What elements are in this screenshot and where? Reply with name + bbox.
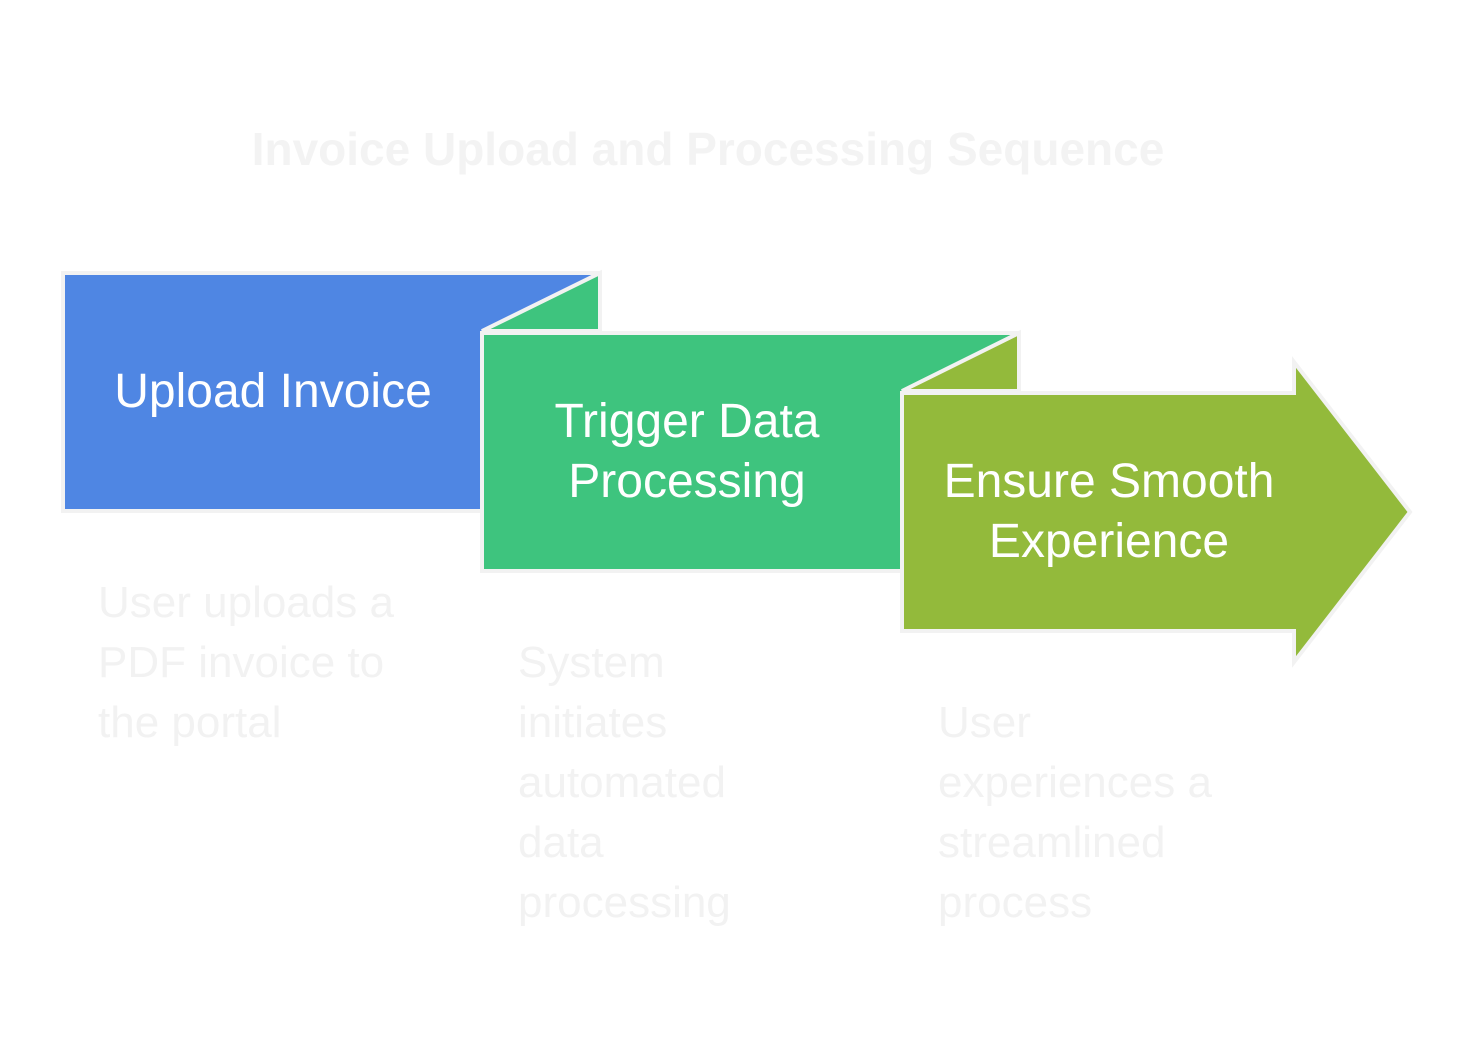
step-2-label: Trigger Data Processing — [482, 392, 892, 512]
step-3-description-line-1: User — [938, 698, 1031, 747]
step-1-description-line-1: User uploads a — [98, 578, 394, 627]
step-3-description-line-3: streamlined — [938, 818, 1166, 867]
step-2-description-line-1: System — [518, 638, 665, 687]
step-3-arrow — [900, 356, 1413, 668]
step-1-label: Upload Invoice — [63, 362, 483, 422]
step-2-description-line-3: automated — [518, 758, 726, 807]
step-2-description-line-5: processing — [518, 878, 731, 927]
step-3-label-line-1: Ensure Smooth — [943, 455, 1275, 508]
step-2-description-line-2: initiates — [518, 698, 668, 747]
step-1-description-line-3: the portal — [98, 698, 282, 747]
step-3-label-line-2: Experience — [988, 515, 1230, 568]
step-2-label-line-1: Trigger Data — [554, 395, 820, 448]
step-3-label: Ensure Smooth Experience — [902, 452, 1316, 572]
step-3-description: User experiences a streamlined process — [938, 693, 1212, 933]
step-2-label-line-2: Processing — [568, 455, 806, 508]
step-1-description: User uploads a PDF invoice to the portal — [98, 573, 394, 753]
step-2-description: System initiates automated data processi… — [518, 633, 731, 933]
step-1-label-line: Upload Invoice — [114, 365, 432, 418]
step-3-description-line-4: process — [938, 878, 1093, 927]
step-2-description-line-4: data — [518, 818, 604, 867]
step-1-description-line-2: PDF invoice to — [98, 638, 385, 687]
diagram-title: Invoice Upload and Processing Sequence — [251, 123, 1165, 175]
step-3-description-line-2: experiences a — [938, 758, 1212, 807]
